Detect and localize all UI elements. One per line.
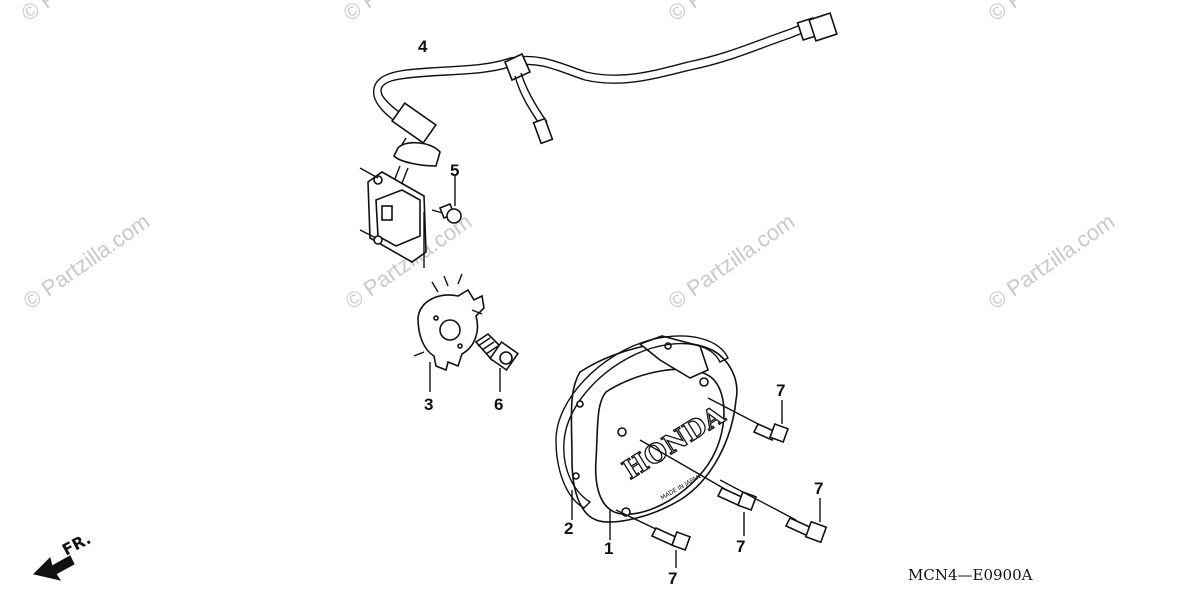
watermark: © Partzilla.com — [984, 209, 1120, 315]
watermark: © Partzilla.com — [664, 209, 800, 315]
callout-6[interactable]: 6 — [494, 395, 503, 414]
watermark: © Partzilla.com — [17, 0, 153, 26]
watermark-layer: © Partzilla.com © Partzilla.com © Partzi… — [17, 0, 1120, 314]
callout-4[interactable]: 4 — [418, 37, 428, 56]
callout-7[interactable]: 7 — [736, 537, 745, 556]
watermark: © Partzilla.com — [984, 0, 1120, 26]
callout-7[interactable]: 7 — [776, 381, 785, 400]
part-7-bolt-lower[interactable] — [615, 509, 691, 568]
part-1-cover[interactable]: HONDA MADE IN JAPAN — [570, 335, 738, 540]
pulse-generator-module[interactable] — [359, 167, 447, 268]
part-3-pulse-rotor[interactable] — [413, 273, 485, 392]
callout-7[interactable]: 7 — [668, 569, 677, 588]
part-7-bolt-upper[interactable] — [707, 397, 789, 443]
callouts: 1 2 3 4 5 6 7 7 7 7 — [418, 37, 823, 588]
callout-3[interactable]: 3 — [424, 395, 433, 414]
callout-1[interactable]: 1 — [604, 539, 613, 558]
callout-7[interactable]: 7 — [814, 479, 823, 498]
front-arrow-icon — [33, 555, 75, 581]
part-6-bolt[interactable] — [474, 332, 520, 392]
front-label: FR. — [59, 529, 94, 560]
diagram-code: MCN4—E0900A — [908, 566, 1033, 584]
callout-2[interactable]: 2 — [564, 519, 573, 538]
watermark: © Partzilla.com — [339, 0, 475, 26]
watermark: © Partzilla.com — [664, 0, 800, 26]
part-4-wire-harness[interactable] — [373, 12, 838, 189]
part-2-gasket[interactable] — [555, 335, 729, 520]
part-5-bolt[interactable] — [438, 176, 462, 224]
part-7-bolt-right[interactable] — [719, 479, 828, 544]
watermark: © Partzilla.com — [19, 209, 155, 315]
front-indicator: FR. — [33, 529, 94, 581]
callout-5[interactable]: 5 — [450, 161, 459, 180]
